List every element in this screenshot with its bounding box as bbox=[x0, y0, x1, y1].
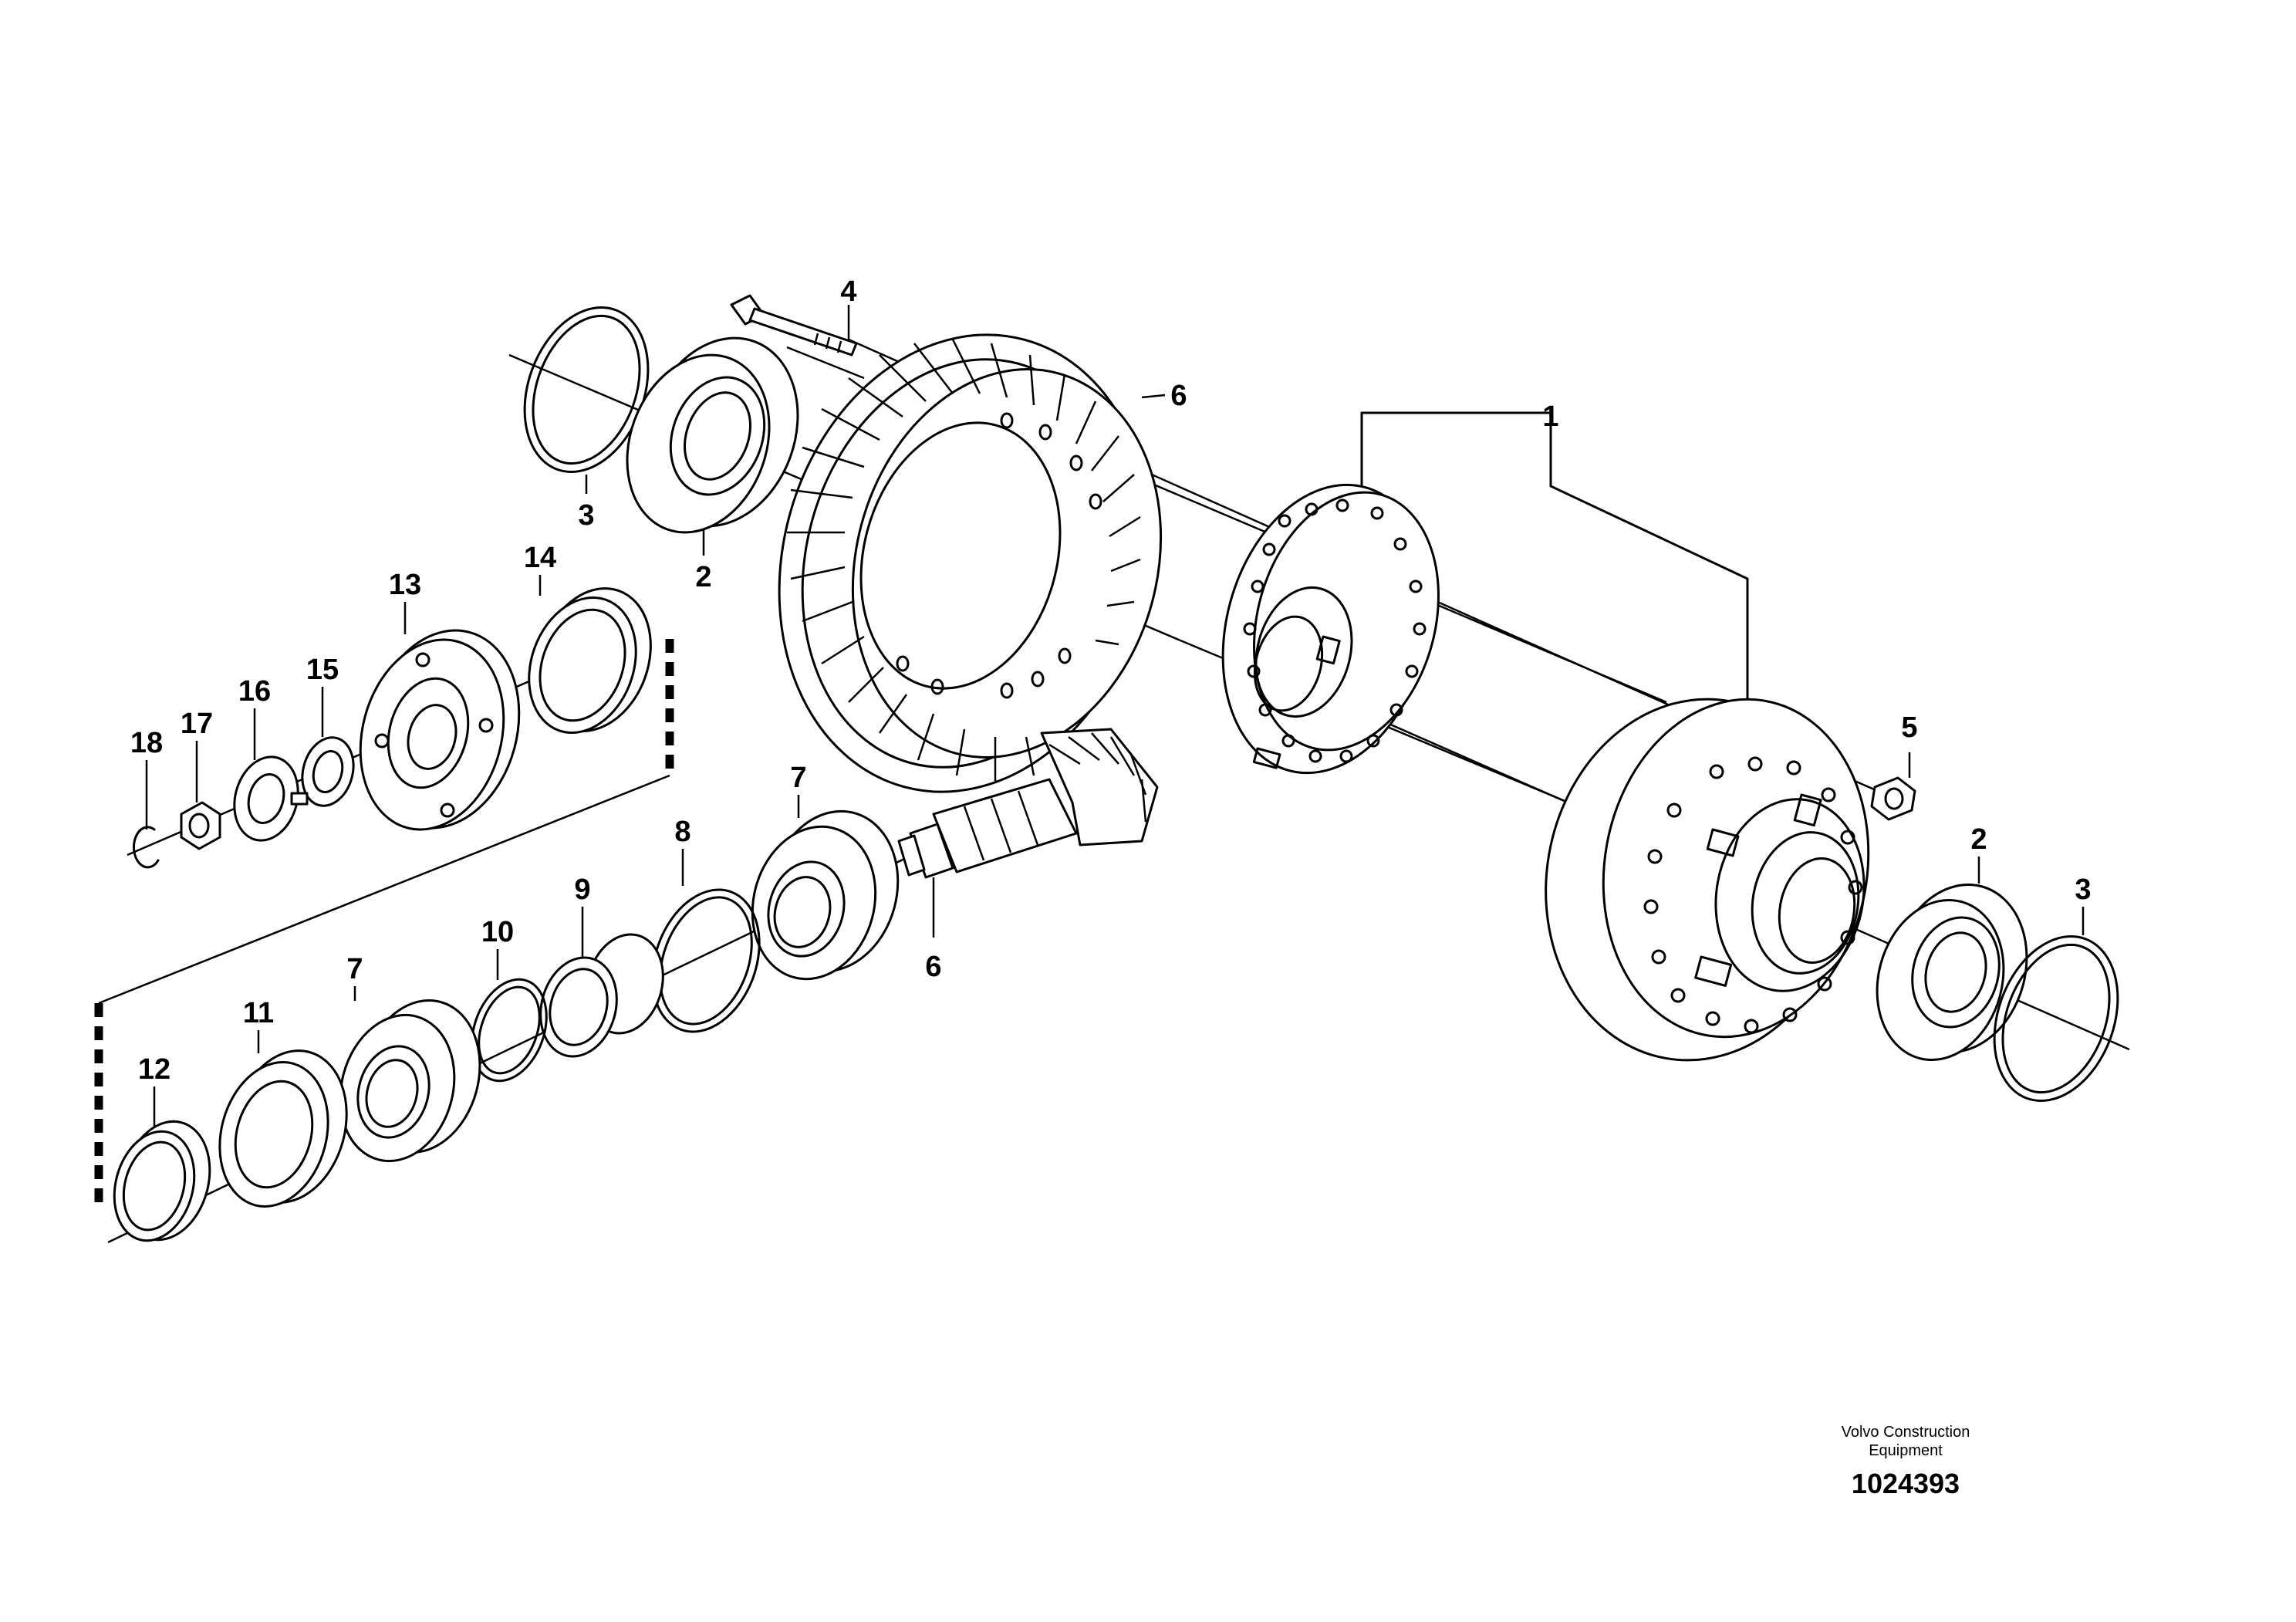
part-3-ring-right bbox=[1993, 934, 2119, 1103]
company-line-2: Equipment bbox=[1869, 1442, 1943, 1459]
drawing-number: 1024393 bbox=[1852, 1468, 1960, 1499]
housing-left-bolt-holes bbox=[1243, 498, 1427, 763]
callout-3-right: 3 bbox=[2075, 874, 2091, 906]
callout-3-top: 3 bbox=[578, 499, 594, 532]
part-8-ring bbox=[651, 888, 761, 1033]
drawing-footer: Volvo Construction Equipment 1024393 bbox=[1842, 1424, 1970, 1499]
part-10-ring bbox=[471, 978, 548, 1083]
callout-16: 16 bbox=[238, 675, 271, 708]
company-line-1: Volvo Construction bbox=[1842, 1424, 1970, 1441]
part-12-ring bbox=[113, 1120, 211, 1242]
callout-6-ring-gear: 6 bbox=[1170, 380, 1187, 412]
part-1-housing-right bbox=[1545, 698, 1870, 1062]
callout-17: 17 bbox=[181, 708, 213, 740]
callout-2-right: 2 bbox=[1970, 823, 1987, 856]
callout-1: 1 bbox=[1542, 400, 1558, 433]
callout-2-top: 2 bbox=[695, 561, 711, 593]
callout-18: 18 bbox=[130, 727, 163, 759]
part-5-nut bbox=[1870, 776, 1916, 821]
callout-9: 9 bbox=[574, 874, 590, 906]
part-2-bearing-top bbox=[626, 336, 799, 534]
callout-7-lower: 7 bbox=[346, 953, 363, 985]
part-7-bearing-lower bbox=[339, 999, 481, 1163]
part-1-housing-left bbox=[1221, 483, 1440, 775]
callout-8: 8 bbox=[674, 816, 690, 848]
part-14-cover bbox=[528, 587, 652, 735]
ring-gear-bolt-holes bbox=[896, 412, 1102, 699]
housing-right-bolt-holes bbox=[1643, 756, 1863, 1034]
callout-15: 15 bbox=[306, 654, 339, 686]
callout-14: 14 bbox=[524, 542, 556, 574]
callout-7-upper: 7 bbox=[790, 762, 806, 794]
part-15-washer bbox=[301, 736, 355, 807]
part-2-bearing-right bbox=[1876, 883, 2028, 1062]
pinion-teeth bbox=[1048, 732, 1147, 823]
part-16-lock-washer bbox=[233, 755, 309, 842]
part-6-pinion bbox=[897, 728, 1159, 879]
callout-11: 11 bbox=[243, 997, 274, 1029]
ring-gear-teeth bbox=[787, 339, 1141, 781]
callout-10: 10 bbox=[481, 916, 514, 948]
part-4-bolt bbox=[730, 294, 858, 357]
part-6-ring-gear bbox=[778, 333, 1163, 793]
callout-leaders bbox=[145, 305, 2085, 1127]
callout-6-pinion: 6 bbox=[925, 951, 941, 983]
part-17-nut bbox=[180, 801, 221, 850]
callout-4: 4 bbox=[840, 275, 856, 308]
sub-assembly-bracket bbox=[94, 639, 674, 1208]
callout-13: 13 bbox=[389, 569, 421, 601]
callout-labels: 1 4 6 3 2 5 2 3 6 7 8 9 10 7 11 12 13 14… bbox=[130, 275, 2092, 1086]
part-7-bearing-upper bbox=[751, 809, 900, 981]
callout-12: 12 bbox=[138, 1053, 171, 1086]
callout-5: 5 bbox=[1901, 711, 1917, 744]
part-13-flange bbox=[359, 629, 521, 831]
part-11-seal bbox=[218, 1049, 348, 1208]
part-9-spacer bbox=[539, 933, 664, 1058]
